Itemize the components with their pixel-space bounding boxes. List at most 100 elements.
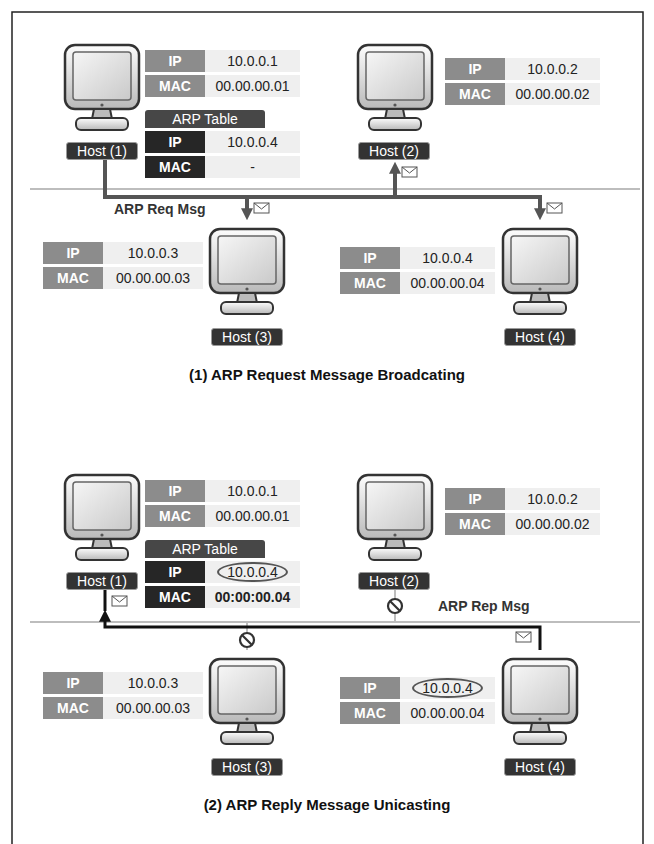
hdr-cell: IP — [43, 242, 103, 264]
field-value: 00.00.00.01 — [216, 508, 290, 524]
field-value: 00.00.00.03 — [116, 270, 190, 286]
field-value: 00.00.00.02 — [516, 86, 590, 102]
val-cell: 10.0.0.2 — [505, 488, 600, 510]
host-node: IP10.0.0.2MAC00.00.00.02Host (2) — [355, 466, 605, 592]
field-name: MAC — [354, 705, 386, 721]
arpk-cell: IP — [145, 561, 205, 583]
network-bus — [30, 188, 640, 190]
field-value: 10.0.0.2 — [527, 491, 578, 507]
hdr-cell: IP — [340, 677, 400, 699]
host-node: IP 10.0.0.2MAC 00.00.00.02Host (2) — [355, 36, 605, 162]
envelope-icon — [112, 596, 127, 606]
arrow-connector — [105, 617, 540, 650]
envelope-icon — [254, 203, 269, 213]
computer-icon — [503, 659, 577, 744]
envelope-icon — [402, 167, 417, 177]
field-value: 10.0.0.3 — [128, 675, 179, 691]
val-cell: 10.0.0.4 — [400, 247, 495, 269]
host-node: IP 10.0.0.1MAC 00.00.00.01Host (1) ARP Tabl… — [60, 464, 305, 610]
hdr-cell: MAC — [145, 75, 205, 97]
host-node: IP 10.0.0.4MAC 00.00.00.04Host (4) — [336, 650, 586, 778]
val-cell: 10.0.0.3 — [103, 242, 203, 264]
field-value: 10.0.0.4 — [422, 250, 473, 266]
field-name: MAC — [159, 589, 191, 605]
field-name: IP — [168, 564, 181, 580]
field-name: MAC — [57, 270, 89, 286]
hostlbl-cell: Host (4) — [504, 328, 576, 346]
field-name: IP — [168, 53, 181, 69]
val-cell: 10.0.0.1 — [205, 50, 300, 72]
hostlbl-cell: Host (1) — [66, 142, 138, 160]
val-cell: 10.0.0.4 — [400, 677, 495, 699]
field-name: MAC — [159, 508, 191, 524]
host-node: IP 10.0.0.4MAC 00.00.00.04Host (4) — [336, 220, 586, 348]
frame-border — [12, 12, 643, 844]
field-name: MAC — [354, 275, 386, 291]
field-name: IP — [168, 483, 181, 499]
host-node: IP10.0.0.3MAC 00.00.00.03Host (3) — [40, 220, 292, 348]
hdr-cell: IP — [340, 247, 400, 269]
arp-table: ARP TableIP 10.0.0.4MAC 00:00:00.04 — [145, 540, 305, 610]
hdr-cell: IP — [145, 50, 205, 72]
prohibit-icon — [388, 599, 402, 613]
val-cell: 00.00.00.02 — [505, 513, 600, 535]
hostlbl-cell: Host (1) — [66, 572, 138, 590]
val-cell: 00:00:00.04 — [205, 586, 300, 608]
field-name: MAC — [57, 700, 89, 716]
host-node: IP 10.0.0.1MAC 00.00.00.01Host (1) ARP Tabl… — [60, 34, 305, 180]
hostlbl-cell: Host (3) — [211, 758, 283, 776]
field-value: 10.0.0.4 — [412, 678, 483, 698]
arpk-cell: MAC — [145, 156, 205, 178]
table-title: ARP Table — [172, 541, 238, 557]
hdr-cell: IP — [43, 672, 103, 694]
host-label: Host (4) — [515, 329, 565, 345]
val-cell: 10.0.0.4 — [205, 131, 300, 153]
arp-table: ARP TableIP 10.0.0.4MAC - — [145, 110, 305, 180]
field-value: - — [250, 159, 255, 175]
hdr-cell: MAC — [43, 697, 103, 719]
field-value: 00.00.00.04 — [411, 275, 485, 291]
val-cell: 00.00.00.04 — [400, 272, 495, 294]
host-label: Host (3) — [222, 759, 272, 775]
field-name: IP — [168, 134, 181, 150]
val-cell: 10.0.0.4 — [205, 561, 300, 583]
computer-icon — [503, 229, 577, 314]
field-value: 00.00.00.02 — [516, 516, 590, 532]
hdr-cell: IP — [445, 488, 505, 510]
field-value: 10.0.0.2 — [527, 61, 578, 77]
host-label: Host (4) — [515, 759, 565, 775]
host-label: Host (3) — [222, 329, 272, 345]
table-title: ARP Table — [172, 111, 238, 127]
field-value: 00:00:00.04 — [215, 589, 291, 605]
val-cell: 00.00.00.01 — [205, 75, 300, 97]
hdr-cell: IP — [145, 480, 205, 502]
host-node: IP 10.0.0.3MAC 00.00.00.03Host (3) — [40, 650, 292, 778]
field-name: MAC — [159, 78, 191, 94]
val-cell: 00.00.00.02 — [505, 83, 600, 105]
field-name: IP — [66, 675, 79, 691]
hdr-cell: MAC — [43, 267, 103, 289]
hdr-cell: MAC — [445, 83, 505, 105]
field-value: 00.00.00.03 — [116, 700, 190, 716]
hdr-cell: MAC — [145, 505, 205, 527]
arphdr-cell: ARP Table — [145, 540, 265, 558]
message-label: ARP Rep Msg — [436, 598, 532, 614]
field-name: MAC — [159, 159, 191, 175]
network-bus — [30, 621, 640, 623]
hostlbl-cell: Host (3) — [211, 328, 283, 346]
host-label: Host (1) — [77, 573, 127, 589]
val-cell: 00.00.00.03 — [103, 697, 203, 719]
caption: (1) ARP Request Message Broadcating — [0, 366, 654, 384]
val-cell: 10.0.0.3 — [103, 672, 203, 694]
field-value: 10.0.0.4 — [217, 562, 288, 582]
caption-text: (2) ARP Reply Message Unicasting — [204, 796, 451, 813]
val-cell: 10.0.0.1 — [205, 480, 300, 502]
hdr-cell: IP — [445, 58, 505, 80]
val-cell: 00.00.00.04 — [400, 702, 495, 724]
field-name: MAC — [459, 86, 491, 102]
host-label: Host (2) — [369, 143, 419, 159]
host-label: Host (2) — [369, 573, 419, 589]
hdr-cell: MAC — [340, 272, 400, 294]
caption-text: (1) ARP Request Message Broadcating — [189, 366, 465, 383]
computer-icon — [210, 659, 284, 744]
